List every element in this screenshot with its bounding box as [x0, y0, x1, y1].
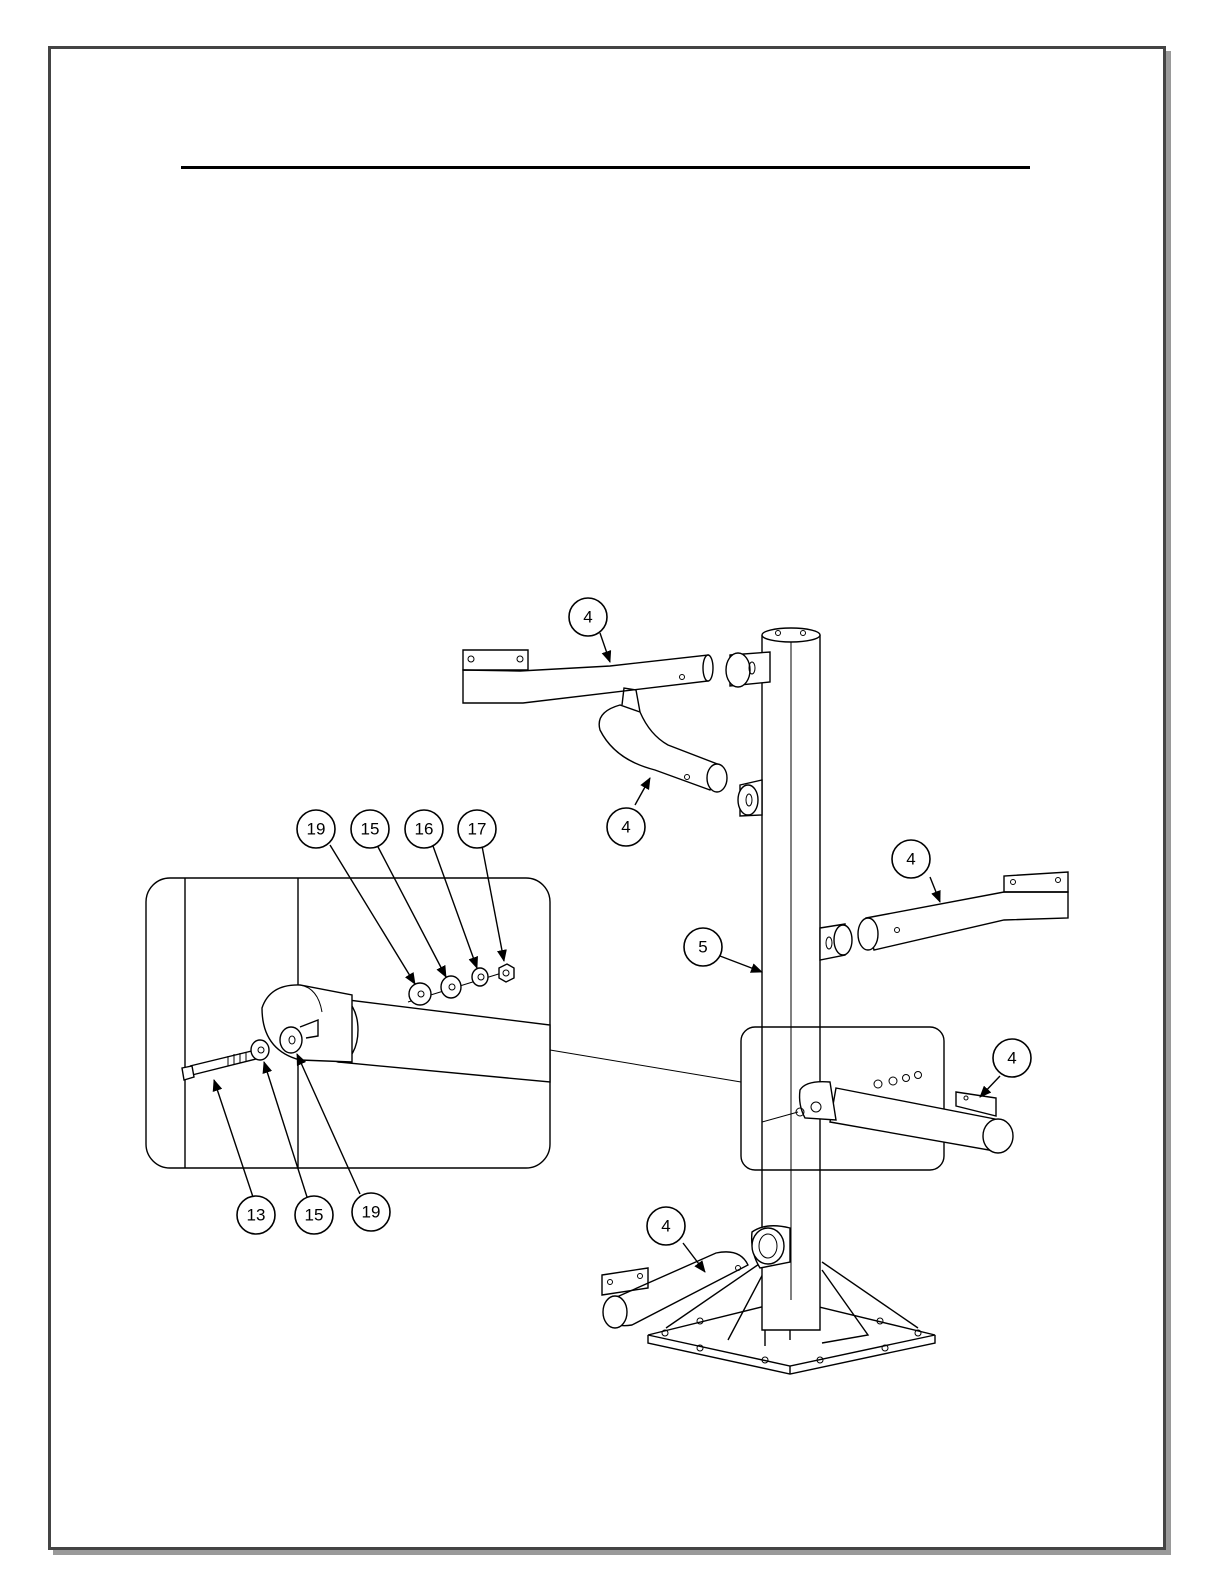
callout-detail-arm: 4 — [993, 1039, 1031, 1077]
callout-post: 5 — [684, 928, 722, 966]
upper-arm — [463, 650, 770, 703]
callout-washer-bottom: 19 — [352, 1193, 390, 1231]
callout-label: 4 — [661, 1217, 670, 1236]
detail-leader-line — [550, 1050, 741, 1082]
main-post — [762, 628, 820, 1330]
right-arm — [820, 872, 1068, 960]
enlarged-detail-view — [146, 878, 550, 1168]
callout-upper-arm: 4 — [569, 598, 607, 636]
callout-lock-washer-top: 15 — [351, 810, 389, 848]
callout-label: 16 — [415, 820, 434, 839]
callout-washer-top: 19 — [297, 810, 335, 848]
callout-label: 13 — [247, 1206, 266, 1225]
callout-label: 19 — [362, 1203, 381, 1222]
callout-label: 19 — [307, 820, 326, 839]
callout-bottom-arm: 4 — [647, 1207, 685, 1245]
callout-label: 4 — [583, 608, 592, 627]
callout-label: 4 — [1007, 1049, 1016, 1068]
callout-label: 15 — [361, 820, 380, 839]
second-arm — [599, 688, 762, 816]
callout-label: 5 — [698, 938, 707, 957]
callout-flat-washer: 16 — [405, 810, 443, 848]
callout-second-arm: 4 — [607, 808, 645, 846]
callout-bolt: 13 — [237, 1196, 275, 1234]
callout-label: 15 — [305, 1206, 324, 1225]
callout-label: 4 — [906, 850, 915, 869]
callout-right-arm: 4 — [892, 840, 930, 878]
callout-nut: 17 — [458, 810, 496, 848]
callout-label: 4 — [621, 818, 630, 837]
callout-label: 17 — [468, 820, 487, 839]
callout-lock-washer-bottom: 15 — [295, 1196, 333, 1234]
